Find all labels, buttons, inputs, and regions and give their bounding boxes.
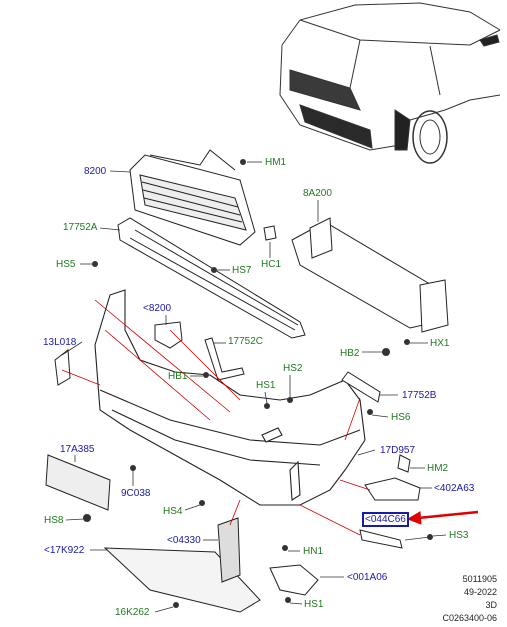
label-8a200[interactable]: 8A200 <box>303 188 332 199</box>
part-17a385 <box>45 454 111 511</box>
label-lt-8200[interactable]: <8200 <box>143 303 172 314</box>
red-arrow-icon <box>406 510 479 525</box>
bumper-cover <box>94 289 366 506</box>
reference-line-2: 49-2022 <box>463 587 497 597</box>
label-hc1[interactable]: HC1 <box>261 259 282 270</box>
part-13l018 <box>54 349 71 386</box>
label-hs3[interactable]: HS3 <box>449 530 469 541</box>
part-044c66 <box>359 529 403 549</box>
diagram-reference: 5011905 49-2022 3D C0263400-06 <box>442 573 497 625</box>
label-hs1-bottom[interactable]: HS1 <box>304 599 324 610</box>
part-17752c <box>204 337 245 381</box>
reference-line-1: 5011905 <box>462 574 497 584</box>
label-hm1[interactable]: HM1 <box>265 157 287 168</box>
reference-line-3: 3D <box>485 600 497 610</box>
label-8200[interactable]: 8200 <box>84 166 107 177</box>
part-04330 <box>217 517 241 583</box>
part-17752b <box>341 371 381 403</box>
label-17k922[interactable]: <17K922 <box>44 545 85 556</box>
label-17752b[interactable]: 17752B <box>402 390 437 401</box>
label-17752a[interactable]: 17752A <box>63 222 98 233</box>
label-hs4[interactable]: HS4 <box>163 506 183 517</box>
upper-beam-17752a <box>117 217 306 339</box>
label-hs2[interactable]: HS2 <box>283 363 303 374</box>
label-hs1-top[interactable]: HS1 <box>256 380 276 391</box>
label-001a06[interactable]: <001A06 <box>347 572 388 583</box>
label-hb1[interactable]: HB1 <box>168 371 188 382</box>
crash-beam-8a200 <box>291 217 449 333</box>
label-9c038[interactable]: 9C038 <box>121 488 151 499</box>
label-hs7[interactable]: HS7 <box>232 265 252 276</box>
part-hm2 <box>397 454 411 473</box>
reference-line-4: C0263400-06 <box>442 613 497 623</box>
small-parts <box>45 225 421 613</box>
label-hm2[interactable]: HM2 <box>427 463 449 474</box>
part-001a06 <box>269 564 319 596</box>
leader-lines <box>61 161 447 613</box>
label-hs6[interactable]: HS6 <box>391 412 411 423</box>
label-hn1[interactable]: HN1 <box>303 546 324 557</box>
label-17752c[interactable]: 17752C <box>228 336 264 347</box>
label-16k262[interactable]: 16K262 <box>115 607 150 618</box>
fasteners <box>83 159 433 608</box>
part-8200-lower <box>154 321 183 349</box>
label-hx1[interactable]: HX1 <box>430 338 450 349</box>
label-hs8[interactable]: HS8 <box>44 515 64 526</box>
label-04330[interactable]: <04330 <box>167 535 201 546</box>
red-leader-lines <box>61 299 371 536</box>
part-402a63 <box>364 477 421 501</box>
label-hs5[interactable]: HS5 <box>56 259 76 270</box>
label-17a385[interactable]: 17A385 <box>60 444 95 455</box>
front-grille <box>129 149 256 246</box>
label-13l018[interactable]: 13L018 <box>43 337 77 348</box>
label-402a63[interactable]: <402A63 <box>434 483 475 494</box>
vehicle-overview <box>279 2 501 164</box>
part-hc1 <box>263 225 277 241</box>
label-044c66-highlighted[interactable]: <044C66 <box>362 512 409 527</box>
label-17d957[interactable]: 17D957 <box>380 445 416 456</box>
label-hb2[interactable]: HB2 <box>340 348 360 359</box>
